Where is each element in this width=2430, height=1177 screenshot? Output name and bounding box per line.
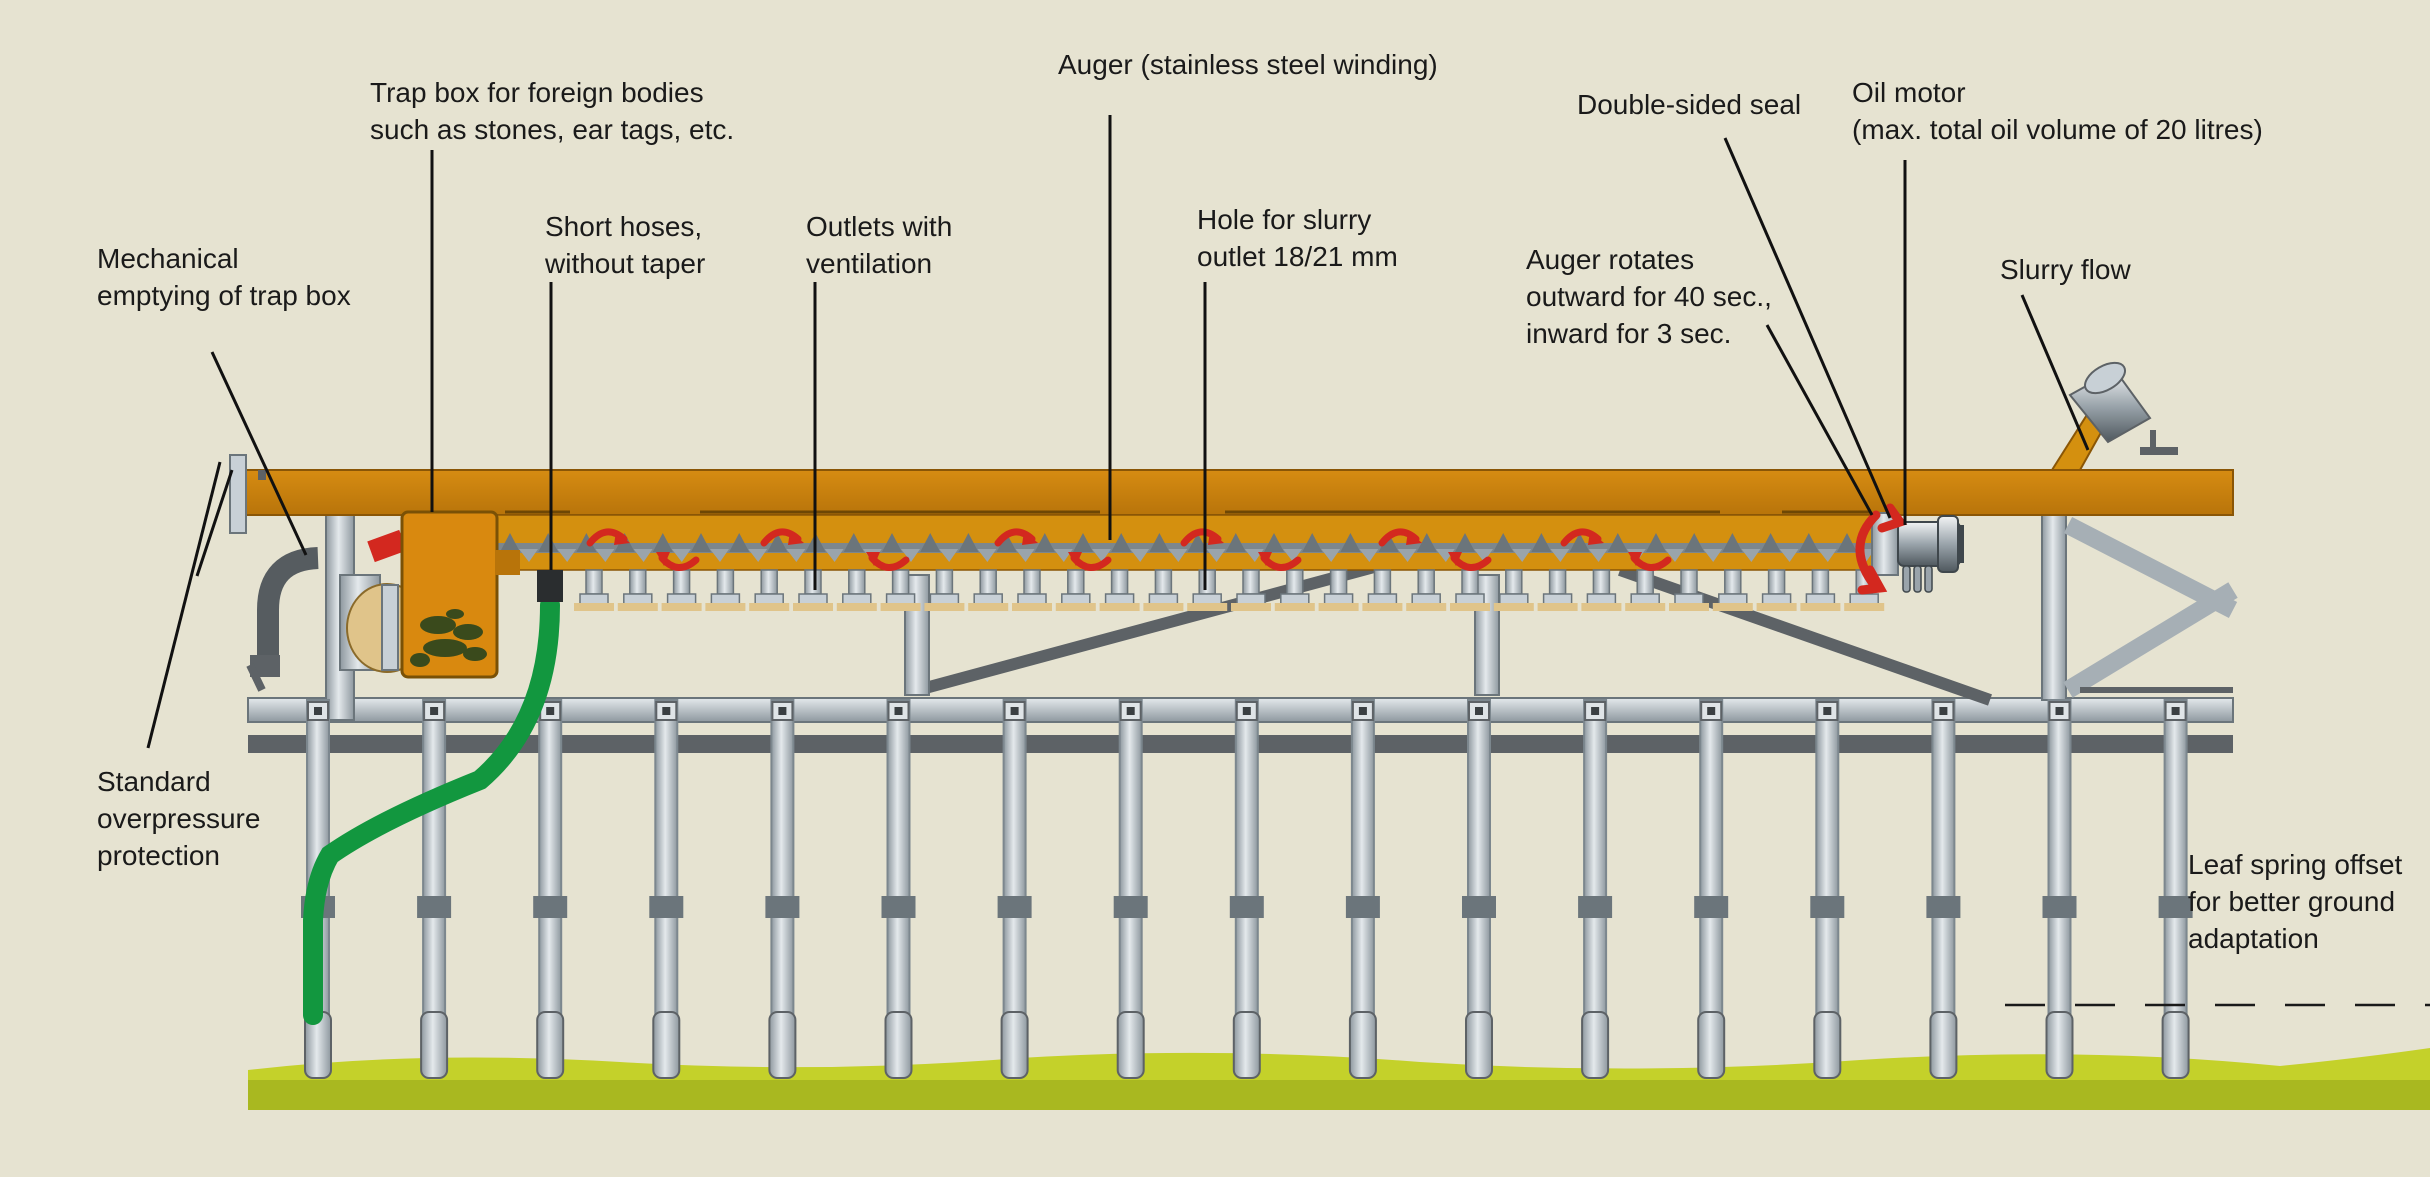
outlet-stub	[924, 569, 965, 611]
outlet-stub	[793, 569, 833, 611]
beam-end-plate	[229, 454, 247, 534]
rotation-arrow-icon	[866, 552, 910, 571]
label-double-seal: Double-sided seal	[1577, 89, 1802, 120]
label-slurry-flow: Slurry flow	[2000, 254, 2131, 285]
trap-box-debris	[410, 609, 487, 667]
outlet-stub	[749, 569, 790, 611]
outlet-stub	[1231, 569, 1271, 611]
outlet-stub	[1362, 569, 1403, 611]
leaf-spring-shoe	[1694, 699, 1729, 1079]
outlet-stub	[880, 569, 921, 611]
green-hose	[303, 595, 560, 1025]
outlet-stub	[1450, 569, 1490, 611]
rotation-arrow-icon	[1180, 528, 1224, 547]
leaf-spring-shoe	[1462, 699, 1496, 1079]
leaf-spring-shoe	[1810, 699, 1845, 1079]
return-pipe	[257, 547, 319, 675]
label-auger: Auger (stainless steel winding)	[1058, 49, 1438, 80]
outlet-stub	[1318, 569, 1359, 611]
outlet-stub	[1800, 569, 1841, 611]
rotation-arrow-icon	[994, 528, 1038, 547]
outlet-stub	[1669, 569, 1709, 611]
outlet-row	[574, 569, 1885, 611]
outlet-stub	[836, 569, 877, 611]
label-oil-motor: Oil motor(max. total oil volume of 20 li…	[1852, 77, 2263, 145]
flow-arrows	[586, 528, 1672, 571]
rotation-arrow-icon	[1068, 552, 1112, 571]
outlet-stub	[1187, 569, 1228, 611]
outlet-stub	[1055, 569, 1096, 611]
outlet-stub	[1581, 569, 1622, 611]
leaf-spring-shoe	[2158, 699, 2193, 1079]
outlet-stub	[1406, 569, 1447, 611]
leaf-spring-shoe	[1926, 699, 1961, 1079]
leader-lines	[146, 115, 2090, 749]
outlet-stub	[968, 569, 1009, 611]
auger-winding	[498, 533, 1875, 562]
leaf-spring-shoe	[997, 699, 1032, 1079]
leaf-spring-shoe	[1113, 699, 1148, 1079]
leaf-spring-shoe	[2042, 699, 2077, 1079]
leaf-spring-shoe	[1229, 699, 1264, 1079]
main-beam	[239, 469, 2234, 516]
outlet-stub	[1099, 569, 1140, 611]
outlet-stub	[1493, 569, 1534, 611]
outlet-stub	[1143, 569, 1184, 611]
hose-coupler	[537, 570, 563, 602]
label-short-hoses: Short hoses,without taper	[545, 211, 706, 279]
rotation-arrow-icon	[1855, 503, 1908, 595]
pump-flange	[381, 584, 399, 671]
leaf-spring-shoe	[417, 699, 452, 1079]
pressure-bracket	[246, 470, 266, 692]
outlet-stub	[1756, 569, 1797, 611]
outlet-stub	[1274, 569, 1315, 611]
rotation-arrow-icon	[1628, 552, 1672, 571]
ground-base	[248, 1080, 2430, 1110]
leaf-spring-shoe	[1578, 699, 1613, 1079]
outlet-stub	[617, 569, 658, 611]
trap-box-outlet	[495, 550, 520, 575]
outlet-stub	[1537, 569, 1578, 611]
oil-motor-icon	[1897, 515, 1964, 593]
outlet-stub	[1012, 569, 1052, 611]
rotation-arrow-icon	[760, 528, 804, 547]
leaf-spring-shoe	[765, 699, 800, 1079]
leaf-spring-shoe	[649, 699, 684, 1079]
outlet-stub	[705, 569, 746, 611]
slurry-inlet-icon	[2050, 361, 2178, 471]
leaf-spring-shoe	[881, 699, 916, 1079]
rotation-arrow-icon	[1560, 528, 1604, 547]
rotation-arrow-icon	[586, 528, 630, 547]
leaf-spring-shoes	[301, 699, 2193, 1079]
rotation-arrow-icon	[1378, 528, 1422, 547]
outlet-stub	[574, 569, 614, 611]
rotation-arrow-icon	[656, 552, 700, 571]
leaf-spring-shoe	[1345, 699, 1380, 1079]
outlet-stub	[1712, 569, 1753, 611]
outlet-stub	[1625, 569, 1666, 611]
outlet-stub	[661, 569, 702, 611]
red-valve	[367, 529, 407, 563]
leaf-spring-shoe	[533, 699, 568, 1079]
rotation-arrow-icon	[1258, 552, 1302, 571]
rotation-arrow-icon	[1448, 552, 1492, 571]
